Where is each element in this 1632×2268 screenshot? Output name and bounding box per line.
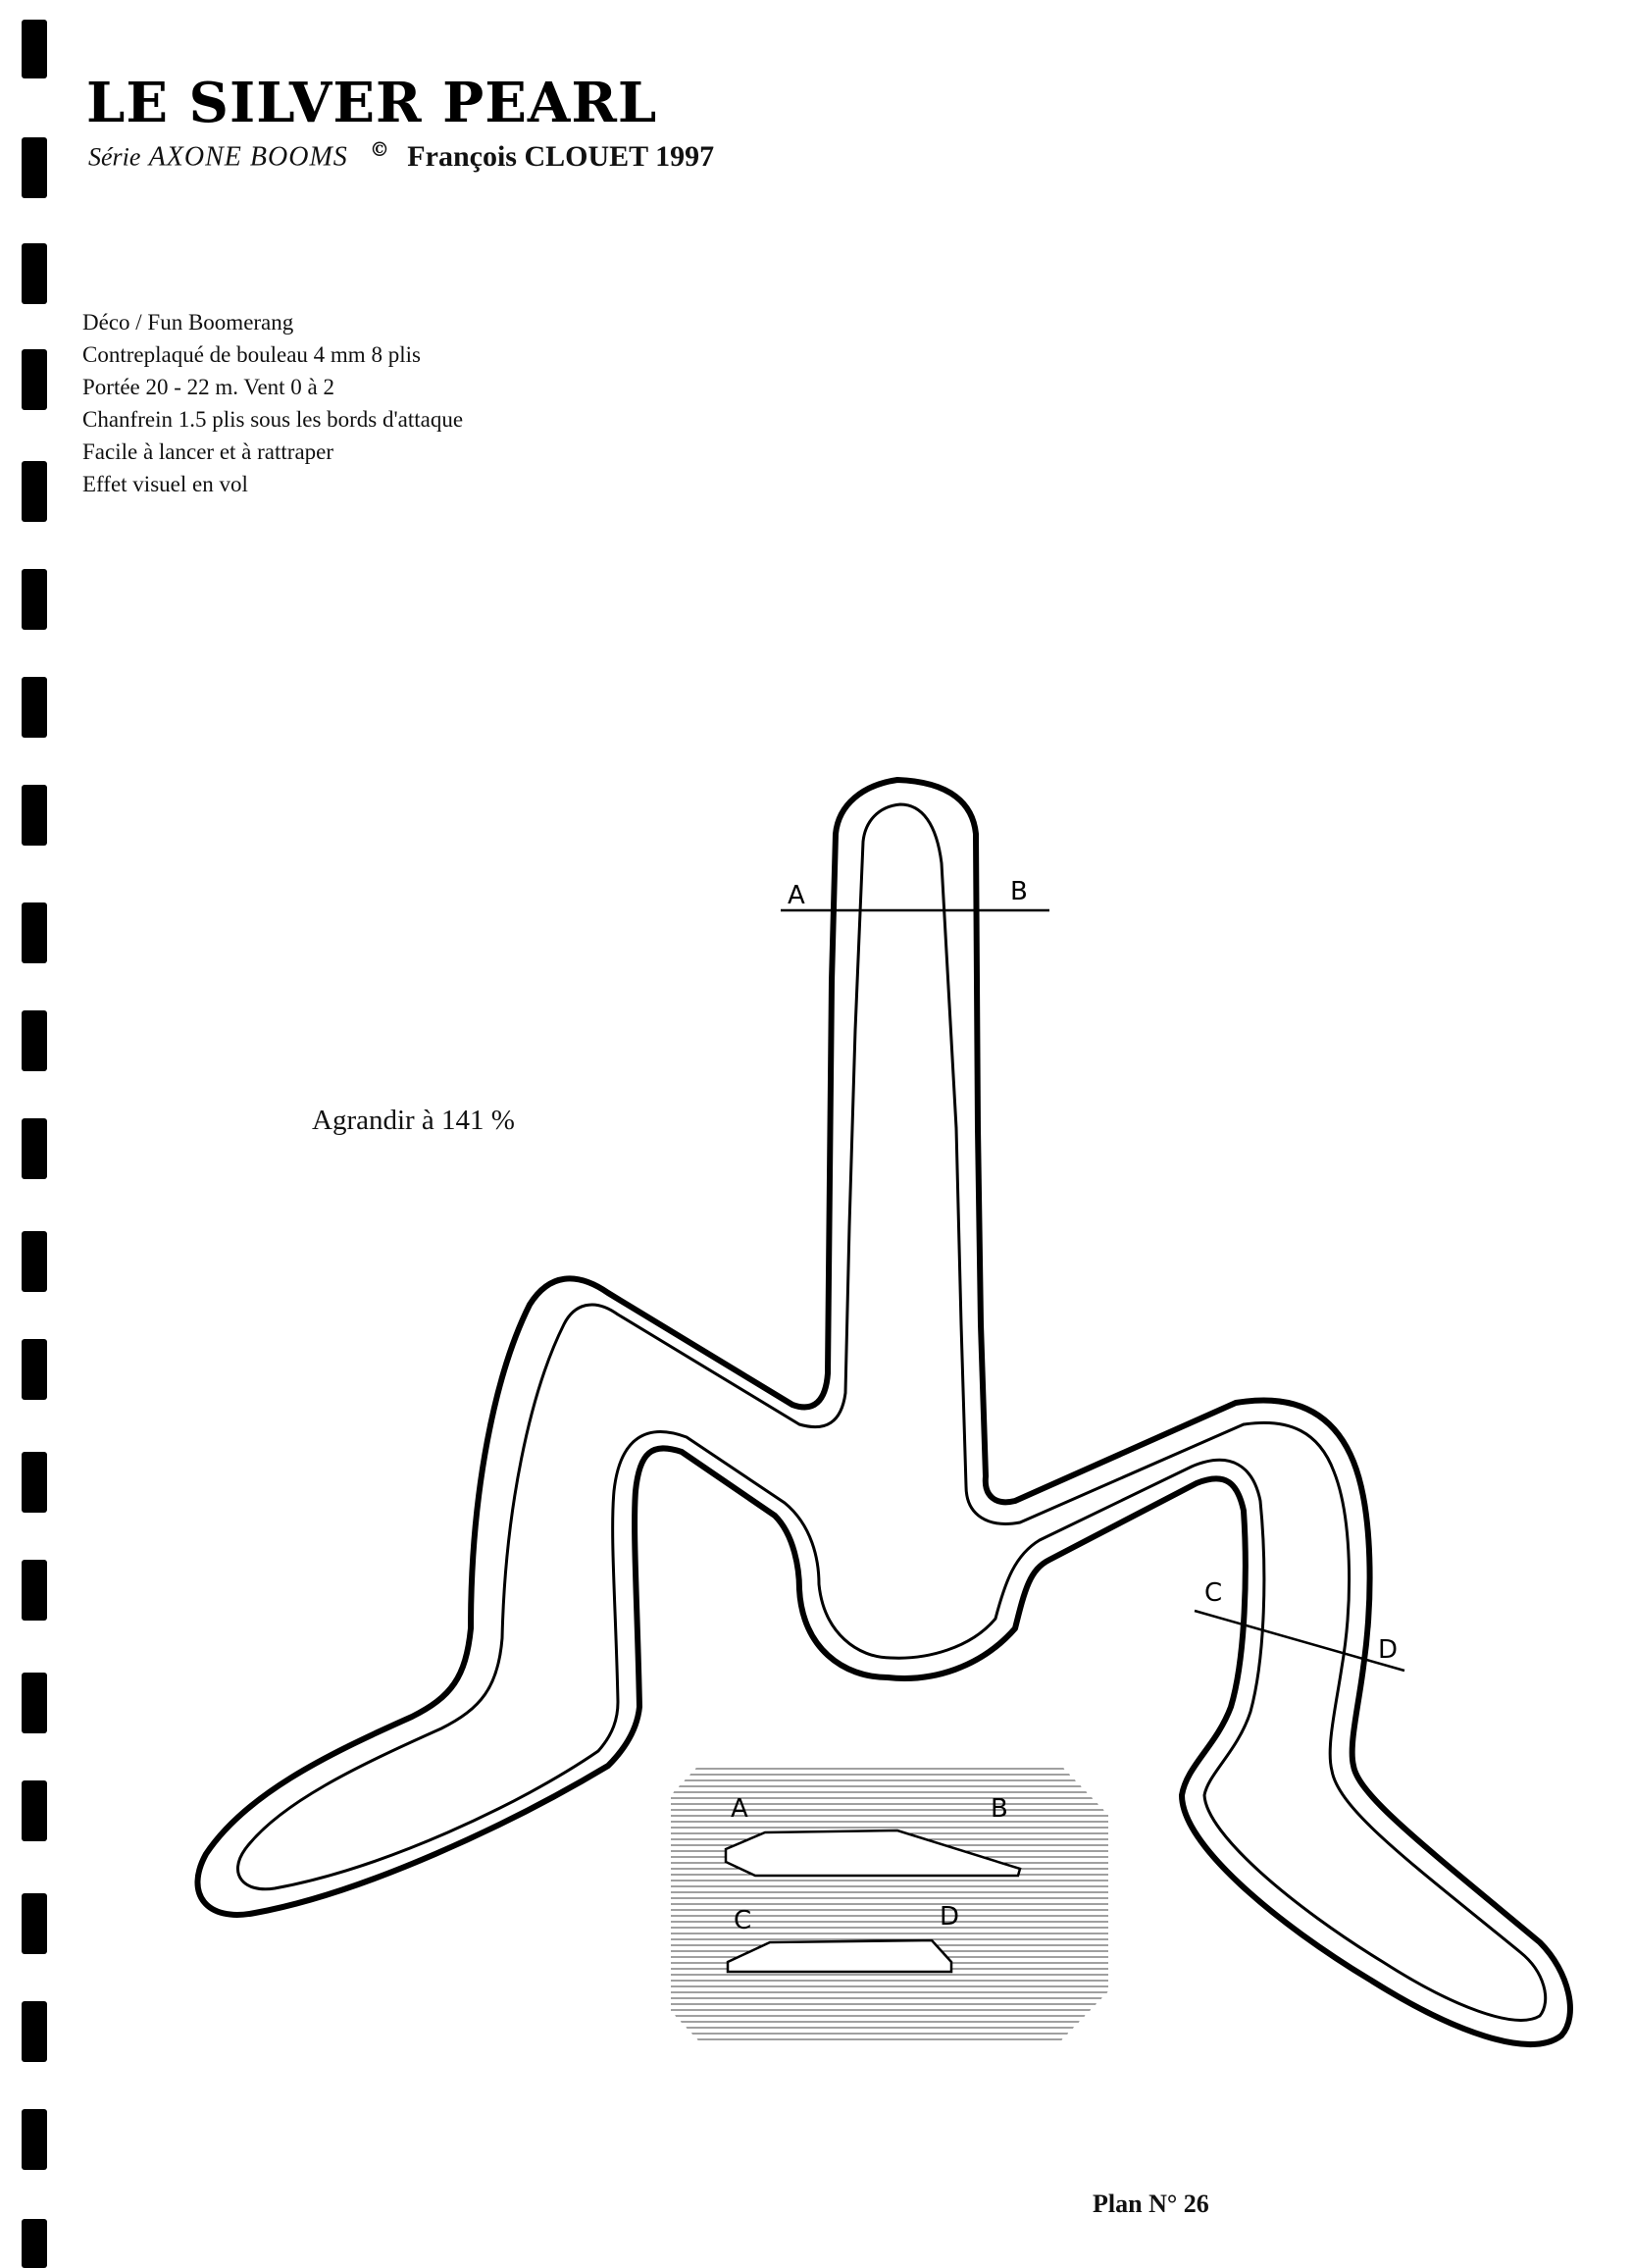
- binding-hole: [22, 137, 47, 198]
- profile-label-c: C: [734, 1906, 751, 1935]
- binding-hole: [22, 1452, 47, 1513]
- spec-item: Contreplaqué de bouleau 4 mm 8 plis: [82, 342, 421, 367]
- binding-hole: [22, 1780, 47, 1841]
- section-line-cd: [1194, 1609, 1405, 1673]
- section-label-b: B: [1010, 877, 1028, 906]
- spec-item: Effet visuel en vol: [82, 472, 248, 496]
- binding-hole: [22, 2001, 47, 2062]
- binding-hole: [22, 677, 47, 738]
- binding-hole: [22, 1118, 47, 1179]
- series-prefix: Série: [88, 142, 141, 172]
- section-label-c: C: [1204, 1578, 1222, 1608]
- binding-hole: [22, 1560, 47, 1621]
- spec-list: Déco / Fun Boomerang Contreplaqué de bou…: [82, 306, 463, 500]
- series-name: AXONE BOOMS: [148, 141, 348, 173]
- binding-hole: [22, 243, 47, 304]
- cross-section-panel: A B C D: [671, 1766, 1108, 2040]
- spec-item: Déco / Fun Boomerang: [82, 310, 294, 335]
- profile-ab: [724, 1829, 1022, 1878]
- spec-item: Facile à lancer et à rattraper: [82, 439, 334, 464]
- boomerang-inner-outline: [236, 802, 1548, 2022]
- plan-title: LE SILVER PEARL: [86, 71, 658, 135]
- binding-hole: [22, 785, 47, 846]
- copyright-symbol: ©: [370, 137, 390, 161]
- profile-label-d: D: [940, 1902, 959, 1932]
- binding-hole: [22, 461, 47, 522]
- author-credit: François CLOUET 1997: [407, 139, 715, 173]
- binding-hole: [22, 20, 47, 78]
- binding-hole: [22, 1231, 47, 1292]
- series-credit: Série AXONE BOOMS © François CLOUET 1997: [88, 137, 714, 174]
- binding-holes: [22, 0, 51, 2268]
- binding-hole: [22, 2219, 47, 2268]
- binding-hole: [22, 349, 47, 410]
- plan-number: Plan N° 26: [1093, 2190, 1209, 2218]
- binding-hole: [22, 1010, 47, 1071]
- profile-label-b: B: [991, 1794, 1008, 1824]
- binding-hole: [22, 2109, 47, 2170]
- enlarge-note: Agrandir à 141 %: [312, 1105, 515, 1136]
- section-label-a: A: [788, 881, 805, 910]
- spec-item: Portée 20 - 22 m. Vent 0 à 2: [82, 375, 335, 399]
- profile-label-a: A: [731, 1794, 748, 1824]
- binding-hole: [22, 1893, 47, 1954]
- profile-cd: [726, 1938, 953, 1974]
- binding-hole: [22, 569, 47, 630]
- binding-hole: [22, 1673, 47, 1733]
- spec-item: Chanfrein 1.5 plis sous les bords d'atta…: [82, 407, 464, 432]
- binding-hole: [22, 1339, 47, 1400]
- boomerang-outer-outline: [194, 777, 1573, 2047]
- binding-hole: [22, 902, 47, 963]
- section-label-d: D: [1378, 1635, 1398, 1665]
